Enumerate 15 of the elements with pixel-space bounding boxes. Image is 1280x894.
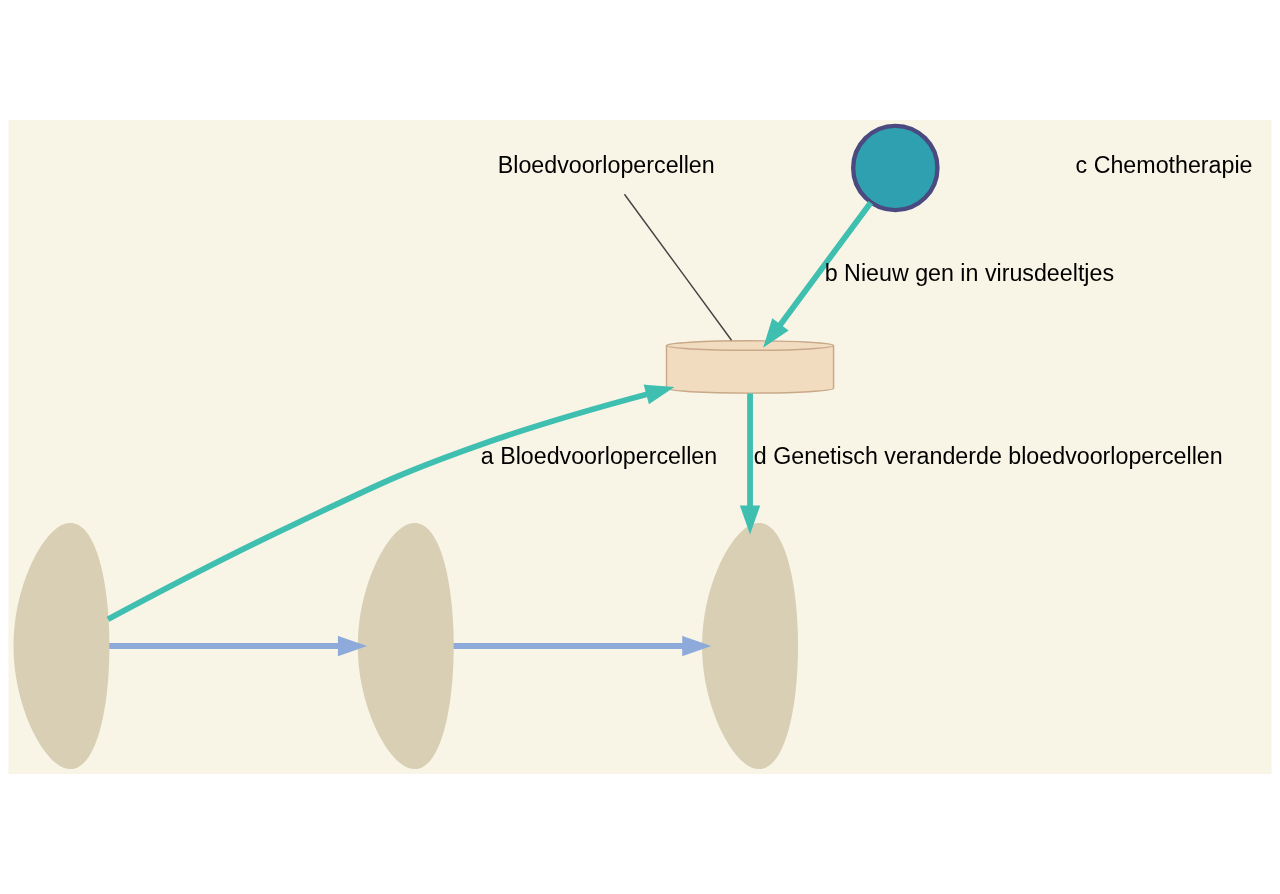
node-person bbox=[702, 522, 798, 770]
arrow bbox=[109, 635, 368, 657]
node-person bbox=[357, 522, 454, 770]
connector bbox=[623, 193, 733, 341]
arrow bbox=[739, 393, 761, 535]
node-text: Bloedvoorlopercellen bbox=[497, 152, 715, 179]
edge-label: a Bloedvoorlopercellen bbox=[480, 443, 718, 469]
edge-label: b Nieuw gen in virusdeeltjes bbox=[824, 259, 1115, 286]
arrow bbox=[106, 384, 675, 622]
arrow bbox=[453, 635, 712, 657]
node-person bbox=[13, 522, 110, 770]
label: c Chemotherapie bbox=[1075, 152, 1253, 179]
arrow bbox=[763, 200, 873, 348]
node-circle bbox=[851, 123, 940, 213]
edge-label: d Genetisch veranderde bloedvoorlopercellen bbox=[753, 443, 1223, 469]
